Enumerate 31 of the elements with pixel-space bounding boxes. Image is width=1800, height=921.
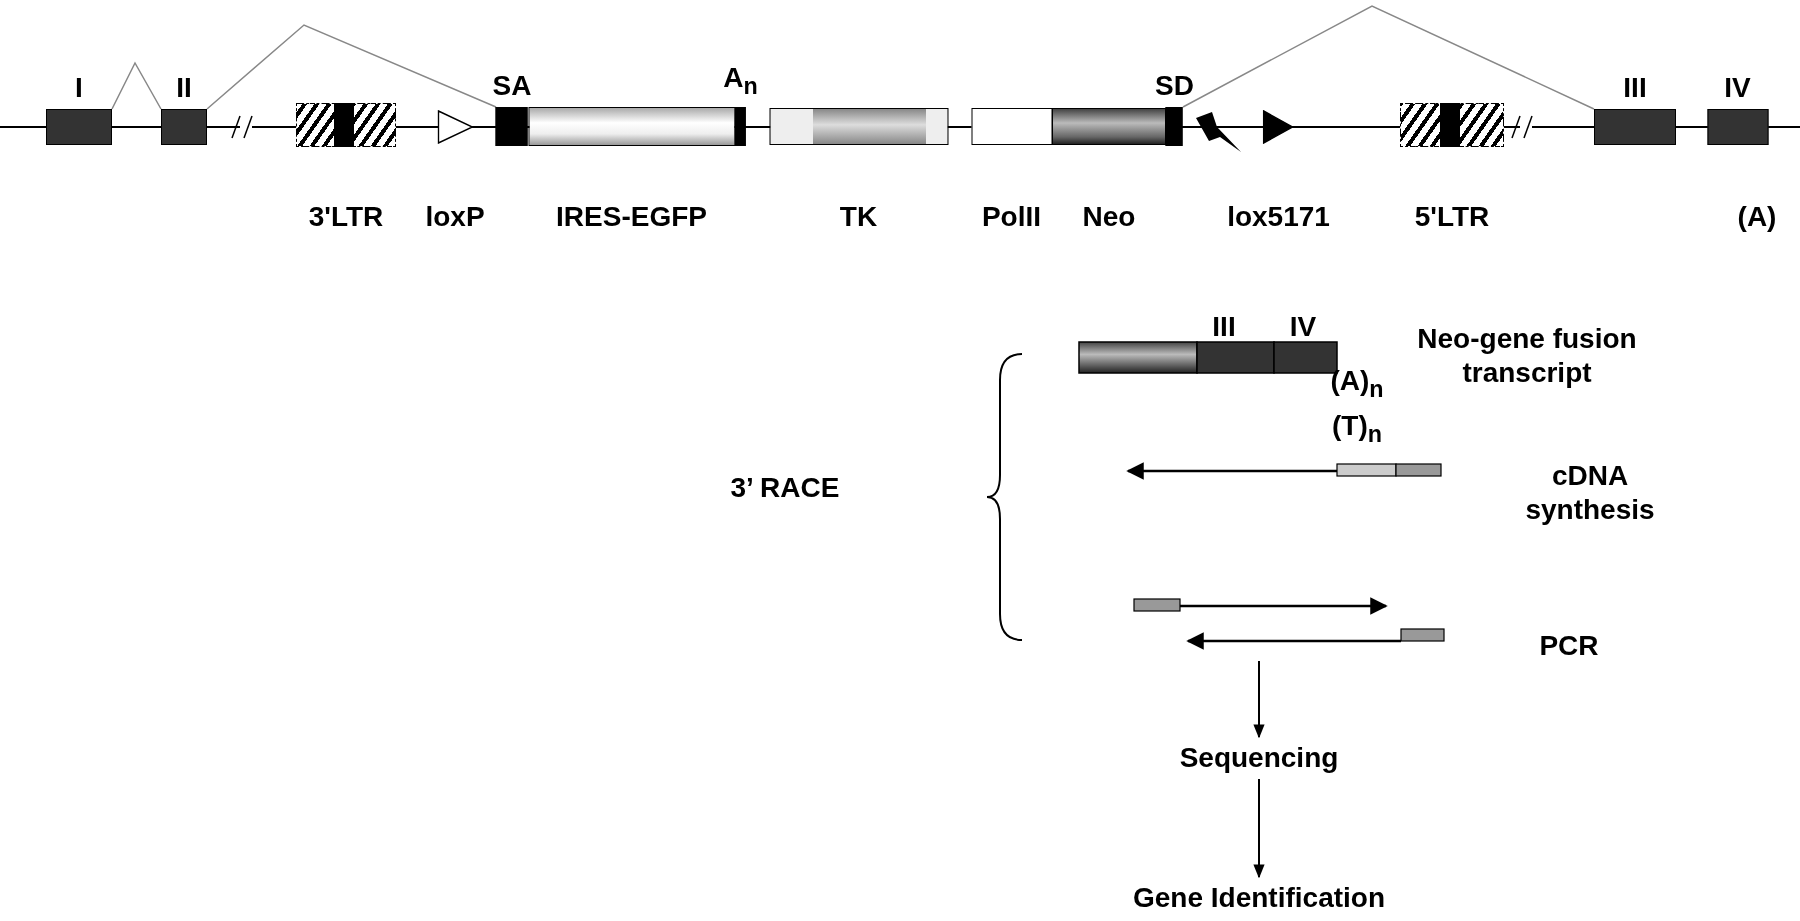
- element-label: SD: [1155, 73, 1194, 99]
- transcript-label: Neo-gene fusion transcript: [1416, 322, 1638, 390]
- exon-label: III: [1623, 75, 1647, 101]
- splice-line: [206, 24, 497, 110]
- ltr-label: 5'LTR: [1414, 204, 1490, 230]
- element-label: A$_{n}$: [723, 65, 758, 99]
- element-label: SA: [492, 73, 532, 99]
- exon-label: II: [176, 75, 192, 101]
- exon-label: I: [75, 75, 83, 101]
- arrow: [1253, 660, 1265, 739]
- element-label: PolII: [981, 204, 1042, 230]
- splice-line: [111, 61, 162, 110]
- step-label: Gene Identification: [1133, 881, 1385, 915]
- poly-a-label: (A): [1737, 200, 1777, 234]
- poly-a-label: (A)$_{n}$: [1330, 364, 1384, 404]
- step-label: PCR: [1539, 629, 1599, 663]
- exon-label: IV: [1724, 75, 1751, 101]
- ltr-label: 3'LTR: [308, 204, 384, 230]
- exon-label: III: [1212, 310, 1236, 344]
- element-label: lox5171: [1227, 204, 1330, 230]
- element-label: TK: [839, 204, 878, 230]
- splice-line: [1182, 5, 1595, 110]
- step-label: cDNA synthesis: [1524, 459, 1656, 527]
- element-label: loxP: [425, 204, 485, 230]
- step-label: Sequencing: [1179, 741, 1339, 775]
- element-label: IRES-EGFP: [556, 204, 707, 230]
- element-label: Neo: [1082, 204, 1136, 230]
- arrow: [1253, 778, 1265, 879]
- oligo-dt-label: (T)$_{n}$: [1332, 409, 1382, 449]
- method-label: 3’ RACE: [730, 471, 840, 505]
- exon-label: IV: [1289, 310, 1317, 344]
